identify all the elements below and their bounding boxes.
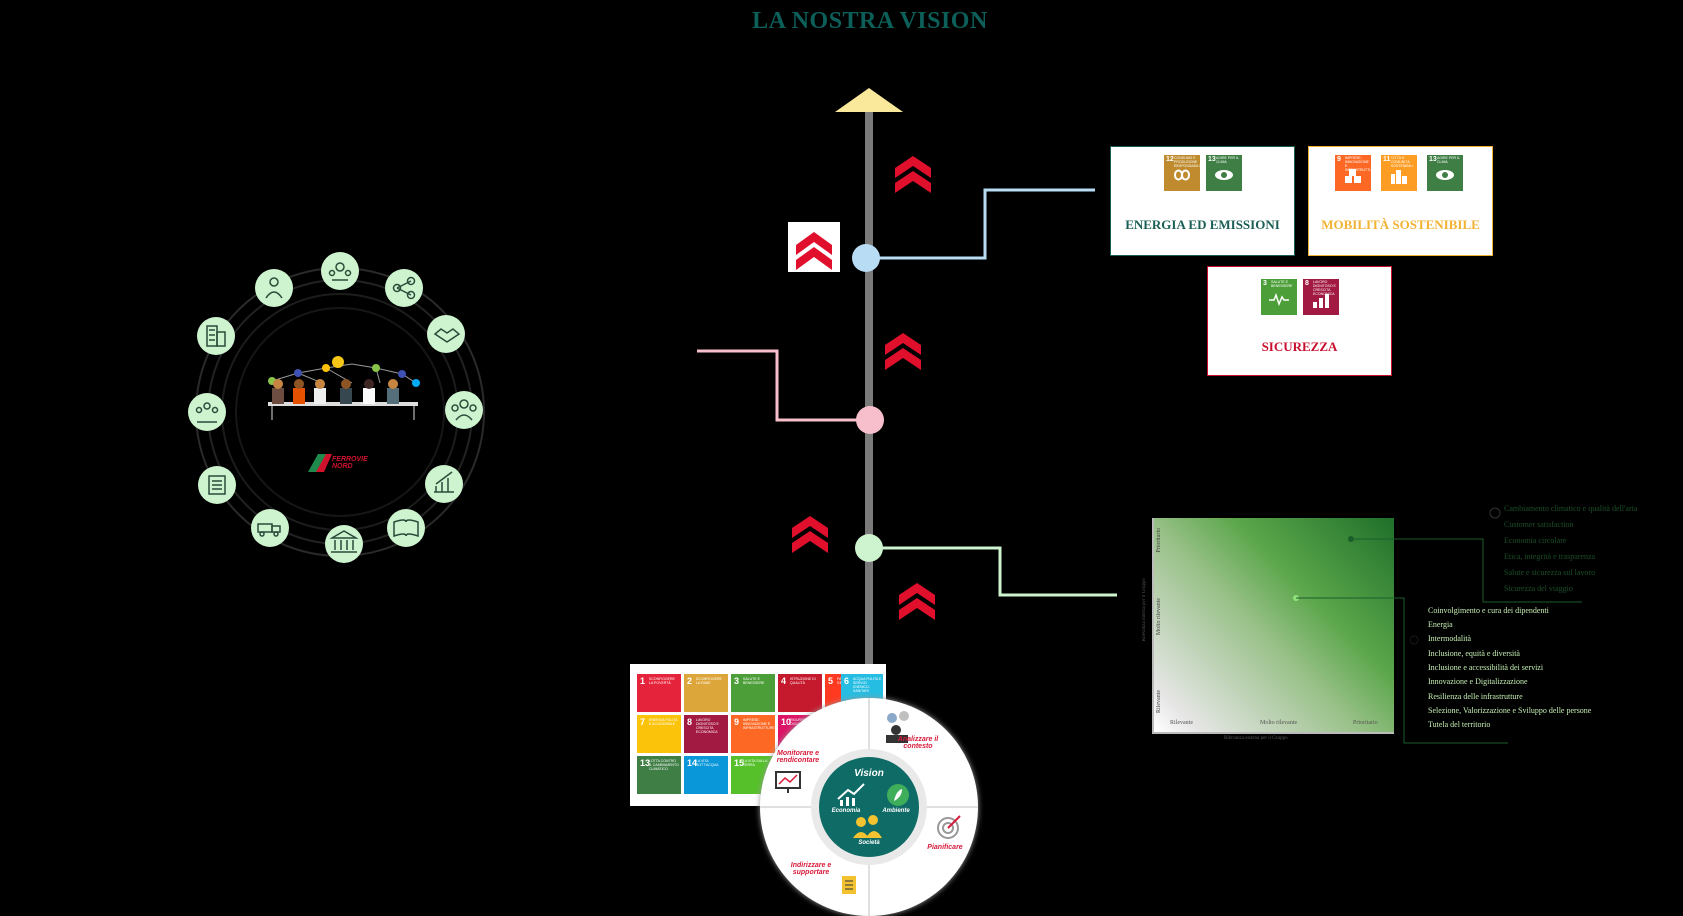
eye-icon bbox=[1215, 170, 1233, 180]
matrix-item: Innovazione e Digitalizzazione bbox=[1428, 677, 1528, 686]
analyze-team-icon bbox=[886, 711, 909, 743]
connector-pink bbox=[697, 349, 869, 422]
connector-green bbox=[869, 546, 1117, 597]
card-label: ENERGIA ED EMISSIONI bbox=[1125, 217, 1280, 232]
vision-label: Vision bbox=[854, 768, 884, 779]
matrix-item: Selezione, Valorizzazione e Sviluppo del… bbox=[1428, 706, 1592, 715]
target-icon bbox=[937, 815, 961, 839]
bank-icon bbox=[325, 525, 363, 563]
matrix-item: Sicurezza del viaggio bbox=[1504, 584, 1573, 593]
monitorare-label: Monitorare e rendicontare bbox=[776, 750, 820, 764]
matrix-item: Tutela del territorio bbox=[1428, 720, 1491, 729]
lightbulb-icon bbox=[332, 356, 344, 368]
growth-chart-icon bbox=[837, 783, 865, 806]
matrix-item: Cambiamento climatico e qualità dell'ari… bbox=[1504, 504, 1638, 513]
transport-icon bbox=[251, 509, 289, 547]
monitor-icon bbox=[775, 771, 801, 793]
card-label: SICUREZZA bbox=[1261, 339, 1338, 354]
matrix-item: Resilienza delle infrastrutture bbox=[1428, 692, 1523, 701]
meeting-table-icon bbox=[268, 379, 418, 420]
matrix-plot-area bbox=[1152, 518, 1394, 734]
timeline-node-green bbox=[855, 534, 883, 562]
matrix-item: Economia circolare bbox=[1504, 536, 1567, 545]
connector-blue bbox=[865, 188, 1095, 260]
people-icon bbox=[853, 815, 882, 838]
magnifier-icon bbox=[1489, 507, 1501, 519]
matrix-item: Inclusione e accessibilità dei servizi bbox=[1428, 663, 1544, 672]
stakeholder-ring bbox=[188, 252, 485, 563]
infinity-icon bbox=[1173, 169, 1191, 181]
matrix-item: Inclusione, equità e diversità bbox=[1428, 649, 1520, 658]
ring-icons bbox=[188, 252, 483, 563]
matrix-item: Customer satisfaction bbox=[1504, 520, 1574, 529]
materiality-matrix: Prioritario Molto rilevante Rilevante Ri… bbox=[1142, 518, 1394, 741]
page-title: LA NOSTRA VISION bbox=[752, 8, 988, 34]
growth-chart-icon bbox=[425, 465, 463, 503]
x-tick-rilevante: Rilevante bbox=[1170, 720, 1193, 726]
pianificare-label: Pianificare bbox=[927, 844, 963, 851]
matrix-item: Intermodalità bbox=[1428, 634, 1472, 643]
chevron-up-icon bbox=[796, 232, 832, 270]
cubes-icon bbox=[1345, 169, 1361, 183]
matrix-item: Salute e sicurezza sul lavoro bbox=[1504, 568, 1596, 577]
workers-icon bbox=[255, 269, 293, 307]
timeline-node-pink bbox=[856, 406, 884, 434]
analizzare-label: Analizzare il contesto bbox=[897, 736, 939, 750]
timeline-node-blue bbox=[852, 244, 880, 272]
heartbeat-icon bbox=[1269, 292, 1289, 306]
leaf-icon bbox=[887, 784, 909, 806]
company-logo-text: FERROVIE NORD bbox=[332, 456, 368, 470]
timeline-bar bbox=[865, 112, 873, 667]
clipboard-icon bbox=[842, 876, 856, 894]
group-icon bbox=[445, 391, 483, 429]
economia-label: Economia bbox=[831, 808, 861, 814]
chevron-up-icon bbox=[899, 583, 935, 620]
x-tick-prioritario: Prioritario bbox=[1353, 720, 1378, 726]
handshake-icon bbox=[427, 315, 465, 353]
indirizzare-label: Indirizzare e supportare bbox=[790, 862, 832, 876]
ambiente-label: Ambiente bbox=[882, 808, 910, 814]
matrix-item: Energia bbox=[1428, 620, 1453, 629]
timeline-arrowhead bbox=[835, 88, 903, 112]
bar-chart-icon bbox=[1313, 294, 1329, 308]
company-logo: FERROVIE NORD bbox=[306, 452, 376, 474]
x-axis-label: Rilevanza esterna per il Gruppo bbox=[1224, 736, 1288, 741]
societa-label: Società bbox=[858, 840, 880, 846]
x-tick-molto-rilevante: Molto rilevante bbox=[1260, 720, 1298, 726]
chevron-up-icon bbox=[895, 156, 931, 193]
card-label: MOBILITÀ SOSTENIBILE bbox=[1321, 217, 1480, 232]
matrix-item: Coinvolgimento e cura dei dipendenti bbox=[1428, 606, 1549, 615]
book-icon bbox=[387, 509, 425, 547]
chevron-up-icon bbox=[792, 516, 828, 553]
chevron-up-icon bbox=[885, 333, 921, 370]
eye-icon bbox=[1436, 170, 1454, 180]
matrix-item: Etica, integrità e trasparenza bbox=[1504, 552, 1596, 561]
city-icon bbox=[1391, 170, 1407, 184]
strategy-wheel: Vision Economia Ambiente Società Analizz… bbox=[760, 698, 978, 916]
